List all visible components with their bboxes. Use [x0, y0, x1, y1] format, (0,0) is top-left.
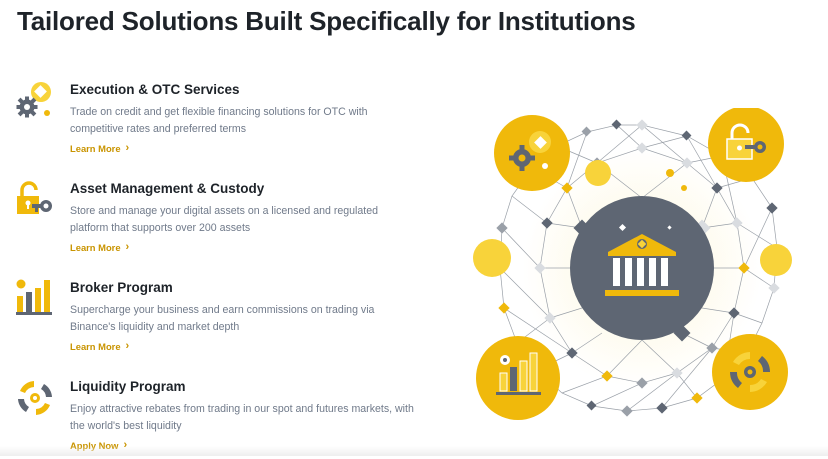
service-description: Enjoy attractive rebates from trading in…	[70, 403, 414, 432]
decor-dot	[681, 185, 687, 191]
link-label: Learn More	[70, 242, 121, 253]
decor-dot	[473, 239, 511, 277]
decor-dot	[666, 169, 674, 177]
chevron-right-icon: ›	[125, 241, 130, 253]
learn-more-link[interactable]: Learn More ›	[70, 340, 130, 353]
liquidity-cycle-icon	[18, 381, 52, 415]
lock-key-node-icon	[708, 108, 784, 182]
bottom-fade	[0, 446, 828, 456]
service-liquidity-program: Liquidity Program Enjoy attractive rebat…	[14, 377, 414, 459]
link-label: Learn More	[70, 143, 121, 154]
service-execution-otc: Execution & OTC Services Trade on credit…	[14, 80, 414, 162]
service-description: Trade on credit and get flexible financi…	[70, 106, 368, 135]
liquidity-cycle-node-icon	[712, 334, 788, 410]
service-broker-program: Broker Program Supercharge your business…	[14, 278, 414, 360]
page-title: Tailored Solutions Built Specifically fo…	[17, 6, 636, 36]
chevron-right-icon: ›	[123, 439, 128, 451]
service-asset-management: Asset Management & Custody Store and man…	[14, 179, 414, 261]
decor-dot	[585, 160, 611, 186]
apply-now-link[interactable]: Apply Now ›	[70, 439, 128, 452]
link-label: Apply Now	[70, 440, 118, 451]
lock-key-icon	[17, 181, 52, 214]
service-title: Liquidity Program	[70, 379, 186, 394]
bar-chart-node-icon	[476, 336, 560, 420]
service-description: Supercharge your business and earn commi…	[70, 304, 375, 333]
service-description: Store and manage your digital assets on …	[70, 205, 379, 234]
gear-diamond-icon	[16, 82, 51, 118]
learn-more-link[interactable]: Learn More ›	[70, 142, 130, 155]
decor-dot	[760, 244, 792, 276]
bar-chart-icon	[16, 279, 52, 315]
gear-diamond-node-icon	[494, 115, 570, 191]
link-label: Learn More	[70, 341, 121, 352]
service-title: Asset Management & Custody	[70, 181, 265, 196]
institution-network-illustration	[473, 108, 792, 420]
bank-icon	[605, 223, 679, 296]
learn-more-link[interactable]: Learn More ›	[70, 241, 130, 254]
service-title: Broker Program	[70, 280, 173, 295]
chevron-right-icon: ›	[125, 340, 130, 352]
service-title: Execution & OTC Services	[70, 82, 240, 97]
chevron-right-icon: ›	[125, 142, 130, 154]
